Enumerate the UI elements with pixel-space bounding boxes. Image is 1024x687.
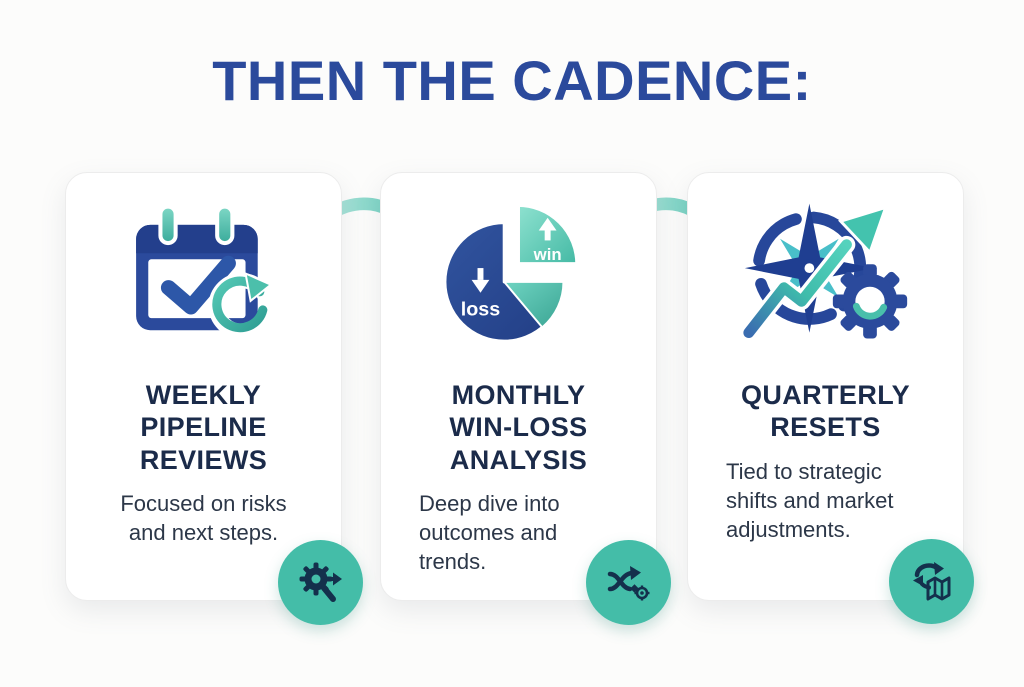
gear-search-arrow-icon [299, 562, 342, 602]
page-title: THEN THE CADENCE: [212, 49, 812, 112]
card-weekly-pipeline-reviews: WEEKLY PIPELINE REVIEWS Focused on risks… [65, 172, 342, 601]
pie-win-label: win [532, 245, 561, 264]
card1-body: Focused on risks and next steps. [120, 491, 287, 546]
badge-monthly [586, 540, 671, 625]
calendar-check-refresh-icon [135, 204, 274, 339]
card2-icon-area: loss win [381, 173, 656, 375]
gear-icon [832, 264, 907, 339]
card3-heading: QUARTERLY RESETS [740, 380, 911, 443]
shuffle-target-icon [607, 565, 649, 600]
pie-loss-label: loss [460, 298, 500, 320]
win-loss-pie-icon: loss win [442, 202, 579, 343]
card2-body: Deep dive into outcomes and trends. [419, 491, 560, 575]
card3-body: Tied to strategic shifts and market adju… [726, 458, 894, 542]
card-quarterly-resets: QUARTERLY RESETS Tied to strategic shift… [687, 172, 964, 601]
badge-weekly [278, 540, 363, 625]
compass-gear-growth-icon [739, 203, 907, 342]
card1-heading: WEEKLY PIPELINE REVIEWS [139, 380, 268, 475]
card3-icon-area [688, 173, 963, 375]
card-monthly-win-loss-analysis: loss win MONTHLY WIN-LOSS ANALYSIS Deep … [380, 172, 657, 601]
win-up-arrow-icon [538, 217, 557, 241]
badge-quarterly [889, 539, 974, 624]
card2-heading: MONTHLY WIN-LOSS ANALYSIS [449, 380, 588, 475]
loss-down-arrow-icon [471, 268, 489, 293]
card1-icon-area [66, 173, 341, 375]
refresh-map-icon [912, 561, 950, 600]
